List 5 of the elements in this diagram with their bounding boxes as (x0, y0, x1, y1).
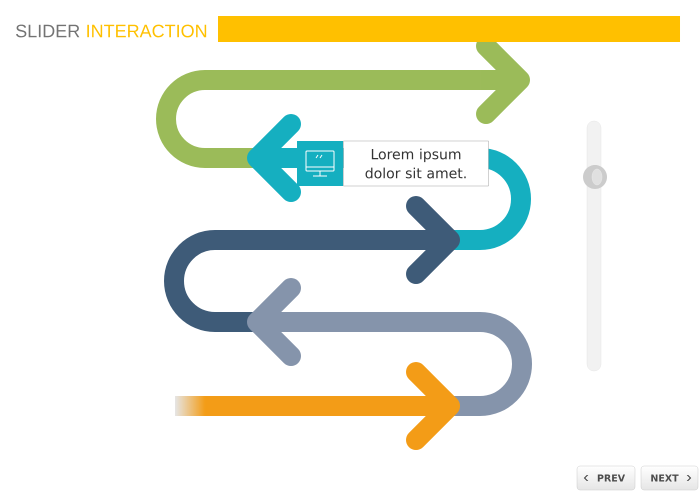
prev-button: PREV (576, 466, 636, 490)
title-bar (218, 16, 680, 42)
title-text: SLIDER (16, 24, 80, 38)
next-button: NEXT (640, 466, 698, 490)
tooltip-box: Lorem ipsum dolor sit amet. (343, 140, 489, 186)
